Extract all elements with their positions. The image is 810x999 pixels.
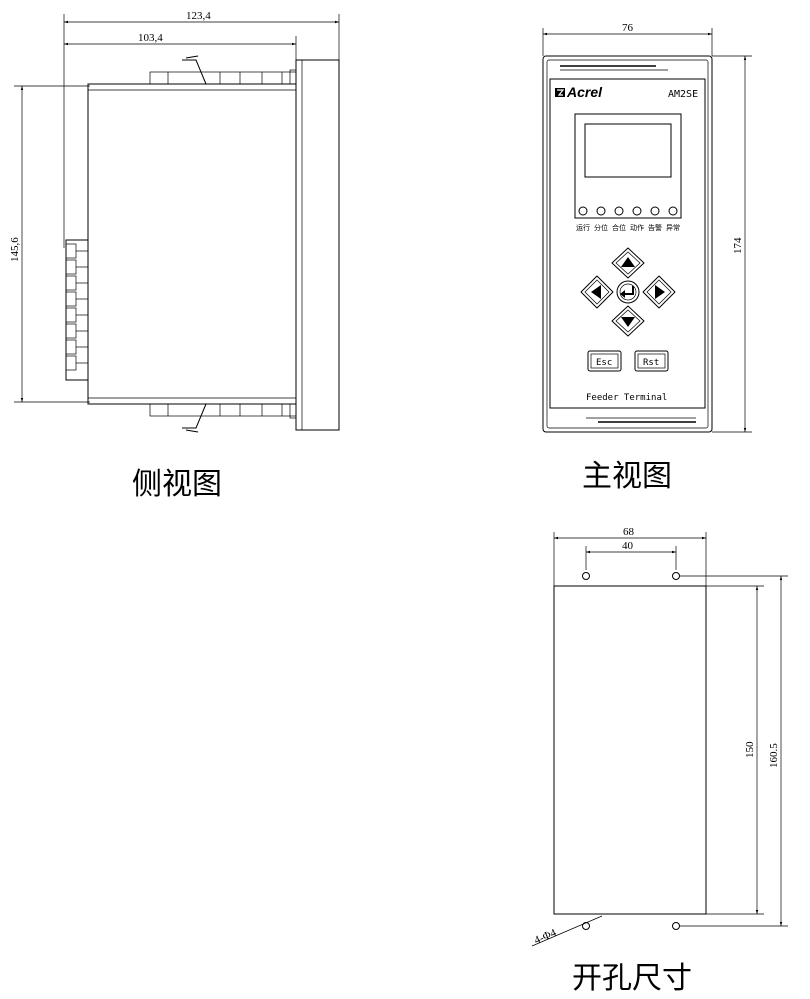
cutout-view: 68 40 150 160.5 <box>531 526 788 996</box>
mounting-hole <box>582 572 590 580</box>
dim-cutout-height-outer-label: 160.5 <box>768 743 780 768</box>
indicator-label: 告警 <box>648 223 662 232</box>
left-arrow-icon <box>591 285 601 299</box>
indicator-label: 异常 <box>666 223 680 232</box>
led-running <box>578 206 588 216</box>
right-key[interactable] <box>642 275 676 309</box>
lcd-bezel <box>574 113 682 219</box>
front-outer-frame <box>542 55 713 433</box>
indicator-label: 运行 <box>576 223 590 232</box>
dim-total-depth: 123,4 <box>63 10 340 248</box>
rst-label: Rst <box>643 358 659 368</box>
led-closed <box>614 206 624 216</box>
side-top-rail <box>149 55 297 85</box>
front-view: 76 174 Acrel AM2SE <box>542 22 752 494</box>
led-fault <box>668 206 678 216</box>
dim-cutout-height-inner-label: 150 <box>744 741 756 758</box>
dim-hole-spacing: 40 <box>585 540 677 570</box>
brand-name: Acrel <box>566 84 603 100</box>
down-key[interactable] <box>611 305 645 337</box>
side-front-flange <box>289 59 340 431</box>
side-view: 123,4 103,4 145,6 <box>9 10 340 502</box>
dim-cutout-height-inner: 150 <box>706 585 764 915</box>
indicator-labels: 运行 分位 合位 动作 告警 异常 <box>576 223 680 232</box>
hole-note-label: 4-Φ4 <box>532 927 558 947</box>
cutout-rectangle <box>553 585 707 915</box>
indicator-leds <box>578 206 678 216</box>
indicator-label: 分位 <box>594 223 608 232</box>
indicator-label: 合位 <box>612 223 626 232</box>
enter-icon <box>623 286 634 295</box>
dim-cutout-height-outer: 160.5 <box>680 575 788 927</box>
lcd-screen <box>584 123 672 178</box>
model-label: AM2SE <box>668 89 698 100</box>
dim-side-height: 145,6 <box>9 85 90 403</box>
rst-button[interactable]: Rst <box>634 350 669 372</box>
front-view-caption: 主视图 <box>582 459 672 494</box>
dim-cutout-width: 68 <box>553 526 707 586</box>
dim-front-height: 174 <box>712 55 752 433</box>
dim-front-height-label: 174 <box>732 237 744 254</box>
up-key[interactable] <box>611 247 645 279</box>
dim-total-depth-label: 123,4 <box>186 10 211 22</box>
side-view-caption: 侧视图 <box>132 467 222 502</box>
cutout-view-caption: 开孔尺寸 <box>572 961 692 996</box>
mounting-hole <box>672 572 680 580</box>
right-arrow-icon <box>655 285 665 299</box>
led-open <box>596 206 606 216</box>
esc-label: Esc <box>596 358 612 368</box>
down-arrow-icon <box>621 317 635 327</box>
hole-note: 4-Φ4 <box>531 915 603 947</box>
dim-cutout-width-label: 68 <box>623 526 635 538</box>
dim-front-width: 76 <box>542 22 713 56</box>
side-bottom-rail <box>149 403 297 433</box>
brand-logo: Acrel <box>555 84 603 100</box>
left-key[interactable] <box>580 275 614 309</box>
feeder-terminal-label: Feeder Terminal <box>586 393 667 403</box>
dim-hole-spacing-label: 40 <box>622 540 634 552</box>
indicator-label: 动作 <box>630 223 644 232</box>
dim-side-height-label: 145,6 <box>9 237 21 262</box>
enter-key[interactable] <box>616 280 640 304</box>
dim-body-depth-label: 103,4 <box>138 32 163 44</box>
front-panel <box>549 78 706 409</box>
up-arrow-icon <box>621 257 635 267</box>
side-body <box>87 83 297 405</box>
keypad <box>580 247 676 337</box>
dim-front-width-label: 76 <box>622 22 634 34</box>
mounting-hole <box>672 922 680 930</box>
dim-body-depth: 103,4 <box>64 32 297 72</box>
esc-button[interactable]: Esc <box>587 350 622 372</box>
side-terminal-block <box>65 239 89 381</box>
led-alarm <box>650 206 660 216</box>
led-action <box>632 206 642 216</box>
